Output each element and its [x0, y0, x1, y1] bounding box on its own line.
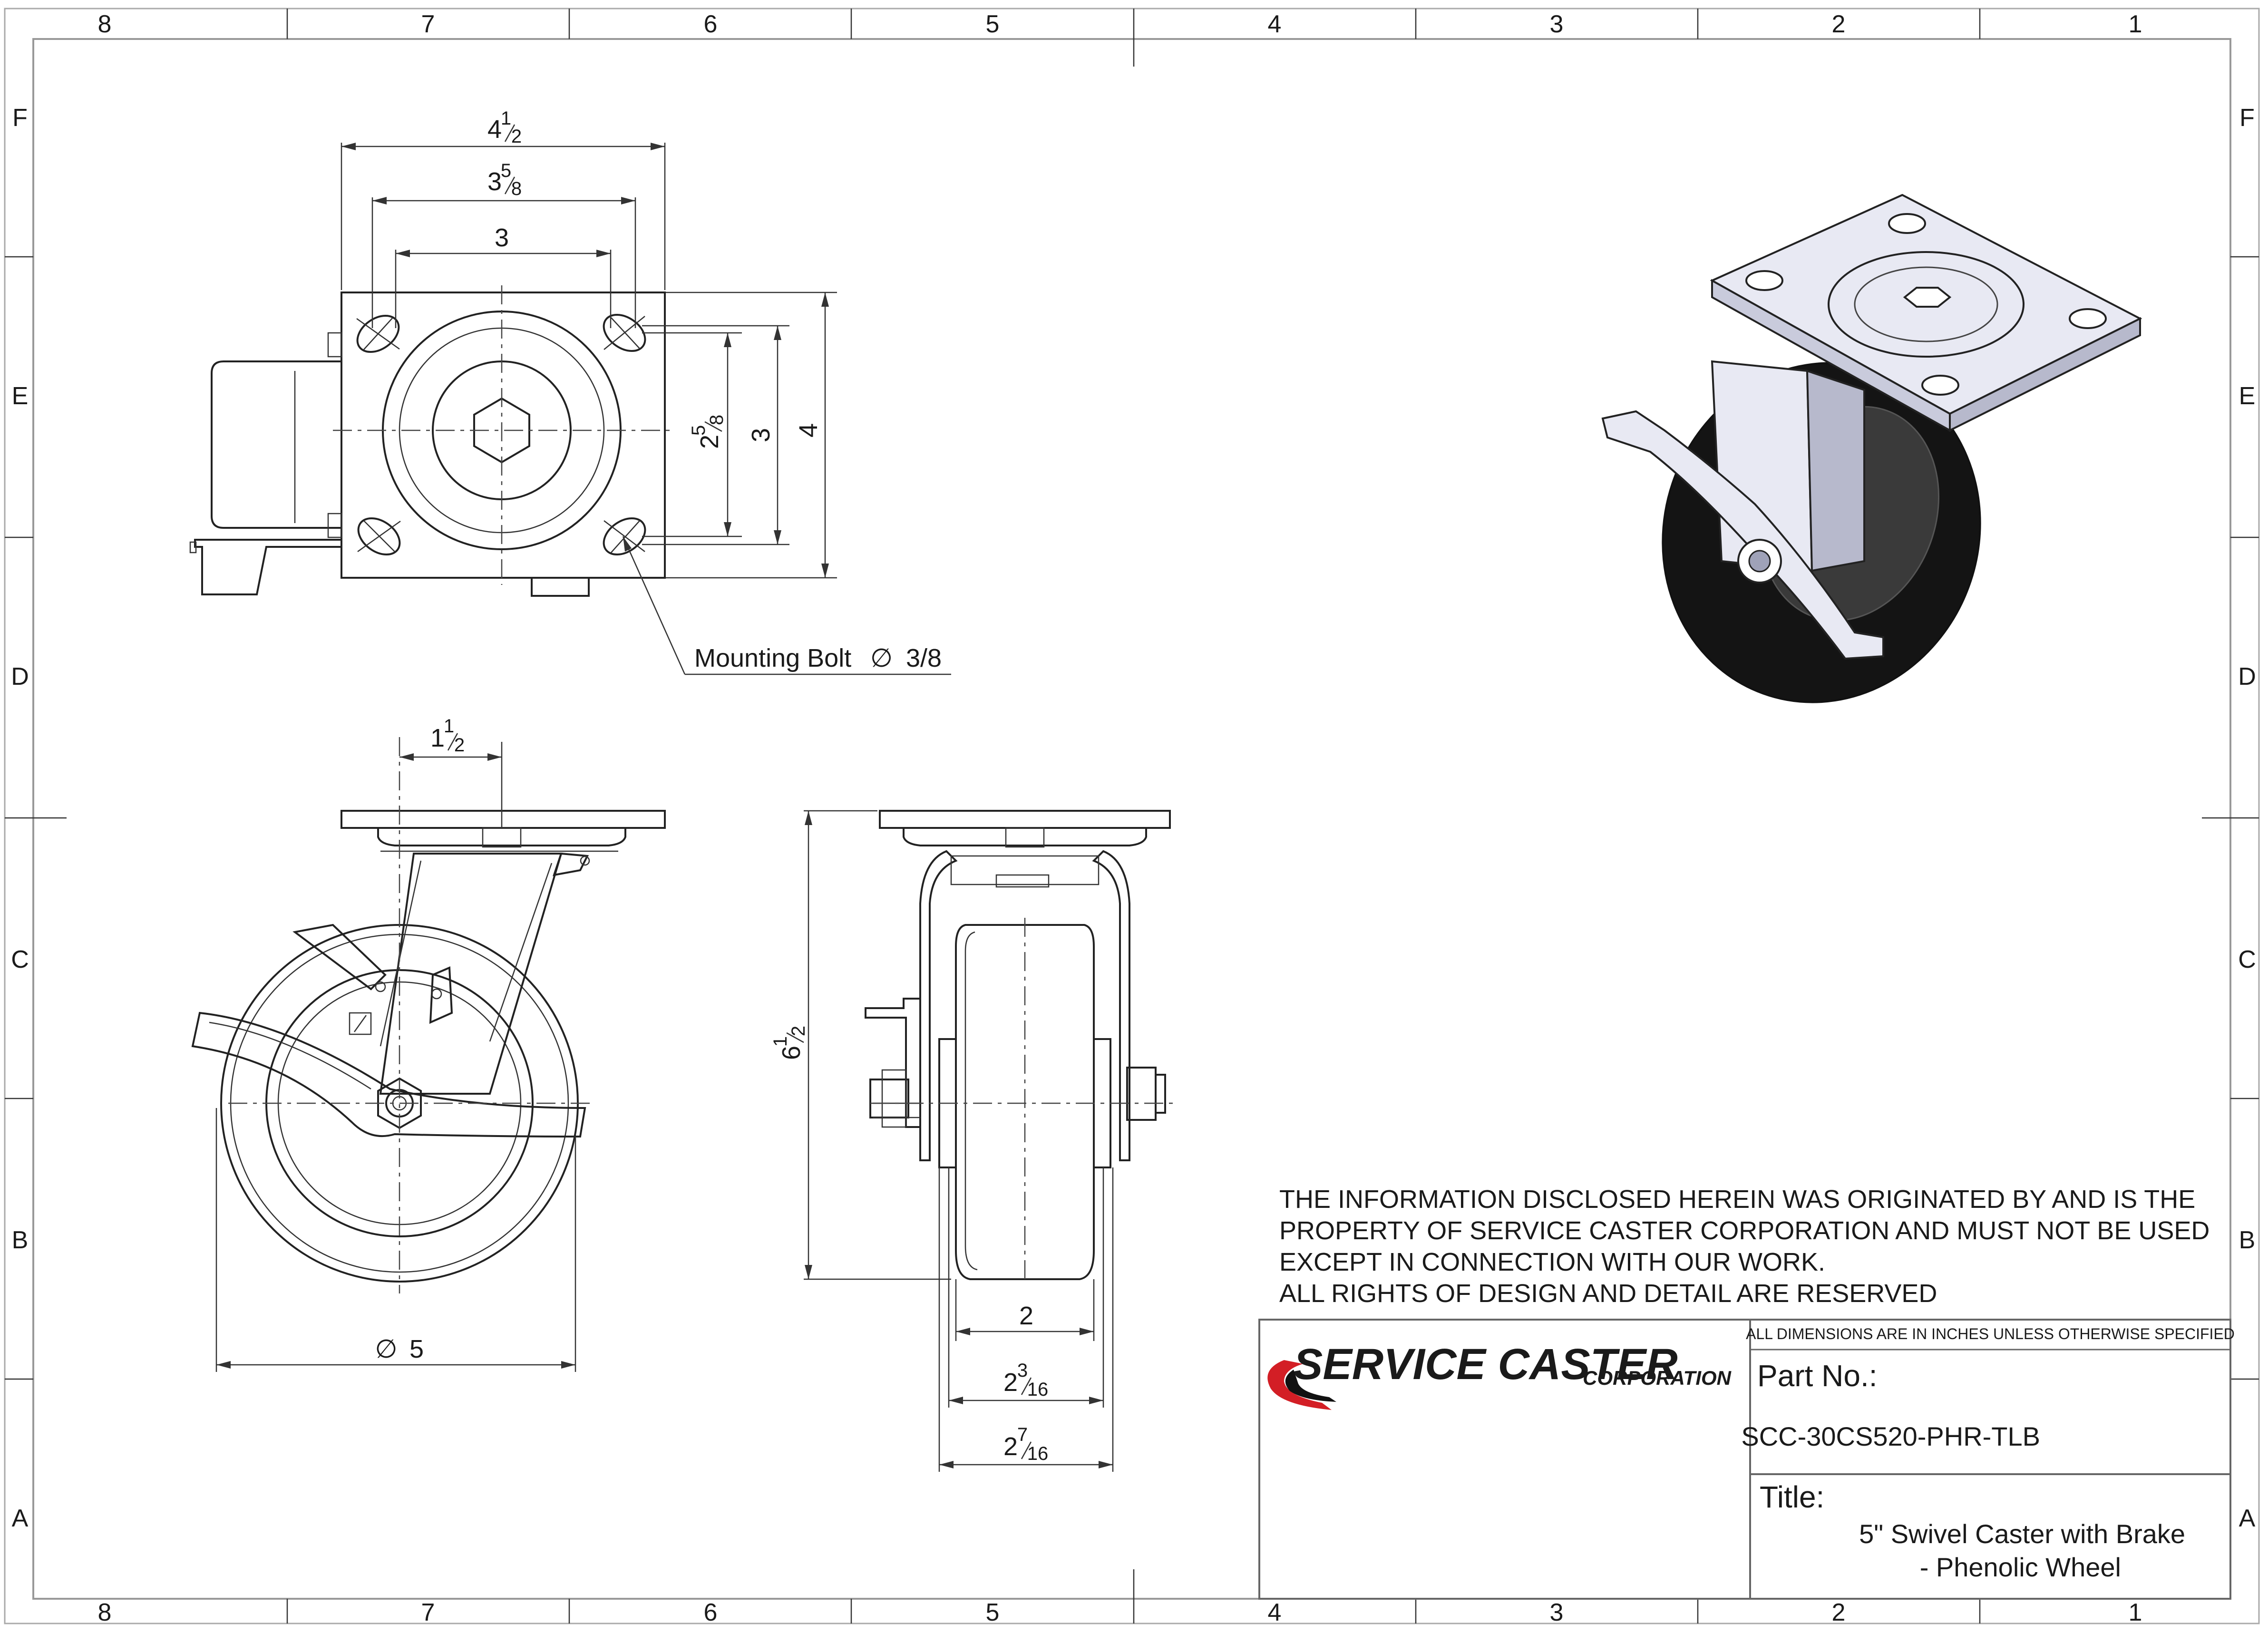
- units-note: ALL DIMENSIONS ARE IN INCHES UNLESS OTHE…: [1746, 1325, 2235, 1342]
- part-no-label: Part No.:: [1757, 1359, 1878, 1393]
- zone-labels-top: 8 7 6 5 4 3 2 1: [98, 10, 2142, 38]
- dim-hub-width-den: 16: [1027, 1379, 1049, 1400]
- zone-row-f-right: F: [2239, 104, 2255, 132]
- zone-col-1-bottom: 1: [2129, 1599, 2142, 1626]
- top-view: 4 1 2 3 5 8 3 2 5 8 3: [189, 108, 951, 675]
- title-line-1: 5" Swivel Caster with Brake: [1859, 1519, 2185, 1549]
- diameter-symbol-wheel: ∅: [375, 1335, 397, 1363]
- zone-col-6-bottom: 6: [704, 1599, 718, 1626]
- dim-bolt-width-num: 5: [501, 160, 511, 181]
- dim-overall-height-num: 1: [770, 1036, 791, 1047]
- dim-bolt-height-num: 5: [688, 425, 709, 436]
- drawing-border: [4, 8, 2260, 1624]
- isometric-view: [1601, 194, 2142, 703]
- zone-col-3: 3: [1550, 10, 1564, 38]
- notice-line-3: EXCEPT IN CONNECTION WITH OUR WORK.: [1279, 1248, 1825, 1276]
- bolt-slot-bl: [357, 517, 401, 556]
- zone-col-3-bottom: 3: [1550, 1599, 1564, 1626]
- zone-row-b: B: [12, 1226, 29, 1254]
- mounting-bolt-value: 3/8: [906, 644, 942, 672]
- part-no-value: SCC-30CS520-PHR-TLB: [1741, 1421, 2040, 1451]
- zone-col-8: 8: [98, 10, 112, 38]
- dim-offset-num: 1: [444, 716, 454, 737]
- zone-col-7-bottom: 7: [421, 1599, 435, 1626]
- dim-bolt-width-whole: 3: [487, 167, 502, 196]
- diameter-symbol-bolt: ∅: [870, 644, 893, 672]
- side-view: 1 1 2 ∅ 5: [191, 716, 666, 1372]
- bolt-slot-tr: [603, 313, 646, 352]
- dim-bolt-width-den: 8: [511, 178, 522, 199]
- title-label: Title:: [1760, 1480, 1824, 1514]
- dim-bolt-height-den: 8: [706, 415, 727, 425]
- zone-row-a-right: A: [2239, 1505, 2256, 1532]
- bolt-slot-br: [603, 517, 646, 556]
- proprietary-notice: THE INFORMATION DISCLOSED HEREIN WAS ORI…: [1279, 1185, 2210, 1308]
- zone-row-e: E: [12, 382, 29, 410]
- mounting-bolt-label: Mounting Bolt: [694, 644, 851, 672]
- dim-hub-width-whole: 2: [1003, 1368, 1018, 1397]
- zone-row-d: D: [11, 663, 29, 690]
- zone-col-5-bottom: 5: [986, 1599, 1000, 1626]
- zone-col-7: 7: [421, 10, 435, 38]
- dim-plate-width-den: 2: [511, 126, 522, 147]
- dim-wheel-width: 2: [1019, 1302, 1033, 1330]
- dim-offset-whole: 1: [430, 724, 445, 752]
- dim-bolt-inner-width: 3: [495, 224, 509, 252]
- zone-col-2-bottom: 2: [1832, 1599, 1846, 1626]
- dim-bolt-inner-height: 3: [747, 428, 775, 442]
- title-block: ALL DIMENSIONS ARE IN INCHES UNLESS OTHE…: [1258, 1319, 2235, 1600]
- dim-plate-width-whole: 4: [487, 115, 502, 144]
- dim-bolt-height-whole: 2: [695, 435, 724, 449]
- dim-offset-den: 2: [454, 735, 465, 756]
- zone-row-c: C: [11, 946, 29, 973]
- dim-overall-height-whole: 6: [777, 1046, 806, 1060]
- zone-labels-right: F E D C B A: [2238, 104, 2256, 1532]
- title-line-2: - Phenolic Wheel: [1920, 1552, 2121, 1582]
- dim-hub-width-num: 3: [1017, 1360, 1028, 1381]
- zone-col-6: 6: [704, 10, 718, 38]
- zone-col-4: 4: [1268, 10, 1282, 38]
- zone-col-5: 5: [986, 10, 1000, 38]
- dim-legs-width-num: 7: [1017, 1424, 1028, 1445]
- notice-line-2: PROPERTY OF SERVICE CASTER CORPORATION A…: [1279, 1216, 2210, 1245]
- dim-legs-width-den: 16: [1027, 1443, 1049, 1464]
- dim-legs-width-whole: 2: [1003, 1432, 1018, 1461]
- logo-sub-text: CORPORATION: [1583, 1367, 1732, 1389]
- zone-row-f: F: [12, 104, 28, 132]
- zone-row-c-right: C: [2238, 946, 2256, 973]
- zone-labels-bottom: 8 7 6 5 4 3 2 1: [98, 1599, 2142, 1626]
- zone-col-4-bottom: 4: [1268, 1599, 1282, 1626]
- zone-labels-left: F E D C B A: [11, 104, 29, 1532]
- front-view: 6 1 2 2 2 3 16 2 7 16: [770, 810, 1175, 1472]
- zone-col-1: 1: [2129, 10, 2142, 38]
- bolt-slot-tl: [356, 314, 400, 353]
- zone-col-2: 2: [1832, 10, 1846, 38]
- zone-row-d-right: D: [2238, 663, 2256, 690]
- dim-overall-height-den: 2: [788, 1026, 809, 1036]
- logo-main-text: SERVICE CASTER: [1294, 1340, 1678, 1389]
- company-logo: SERVICE CASTER CORPORATION: [1267, 1340, 1732, 1410]
- zone-row-b-right: B: [2239, 1226, 2256, 1254]
- zone-col-8-bottom: 8: [98, 1599, 112, 1626]
- notice-line-4: ALL RIGHTS OF DESIGN AND DETAIL ARE RESE…: [1279, 1279, 1937, 1308]
- notice-line-1: THE INFORMATION DISCLOSED HEREIN WAS ORI…: [1279, 1185, 2195, 1214]
- zone-row-e-right: E: [2239, 382, 2256, 410]
- dim-wheel-diameter: 5: [409, 1335, 424, 1363]
- dim-plate-width-num: 1: [501, 108, 511, 129]
- dim-plate-height: 4: [794, 423, 823, 437]
- zone-row-a: A: [12, 1505, 29, 1532]
